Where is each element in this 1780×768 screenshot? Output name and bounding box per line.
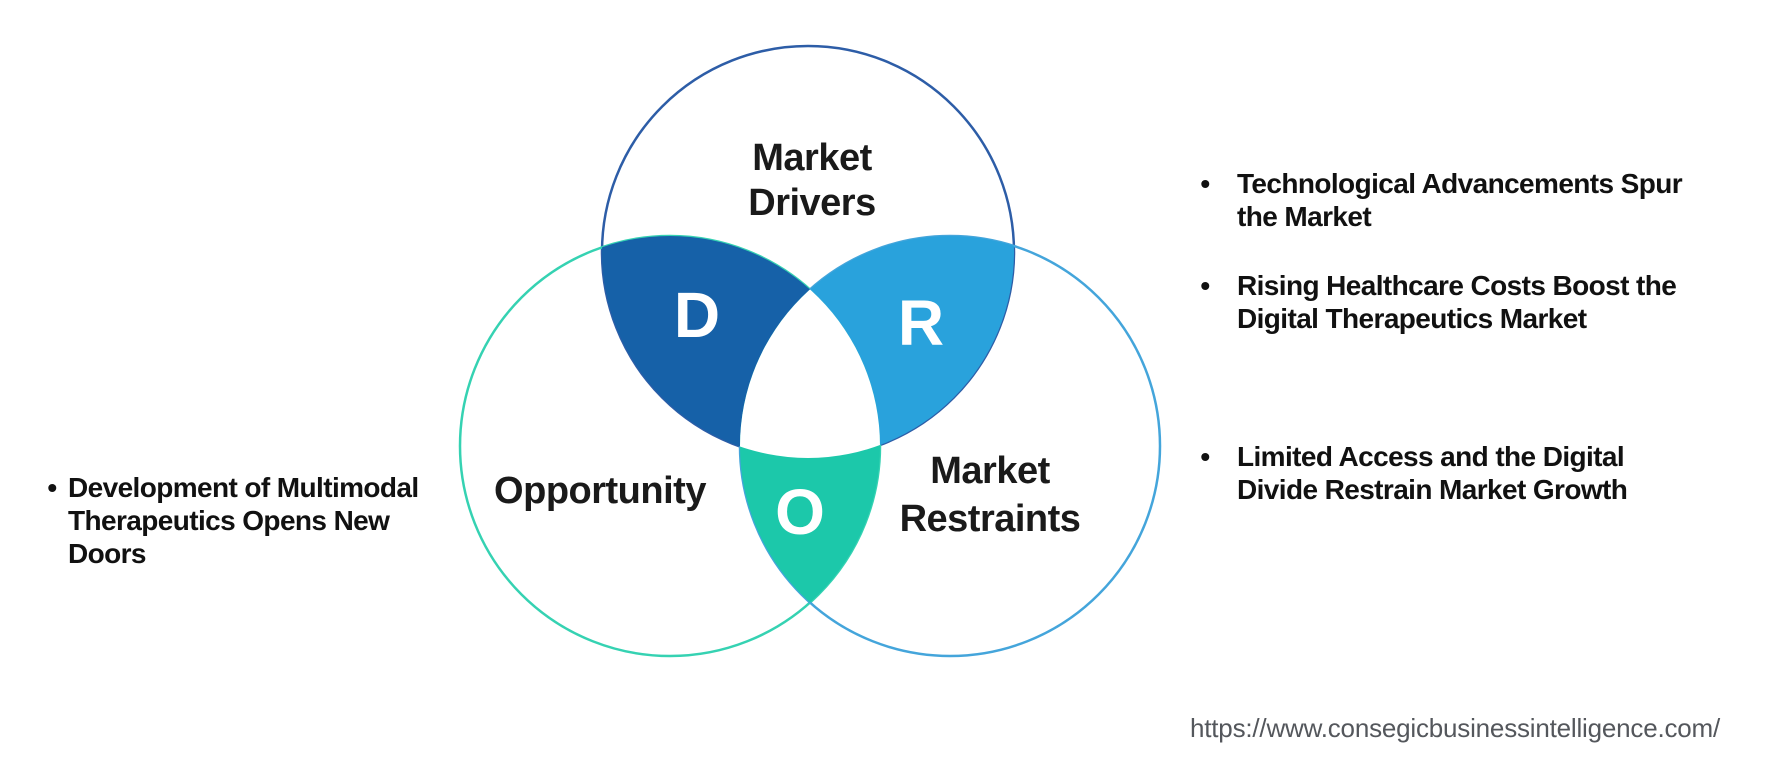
restraint-bullet-1: • Limited Access and the Digital Divide … [1193,440,1627,506]
driver-bullet-1-text: Technological Advancements Spur the Mark… [1237,167,1683,233]
opportunity-bullet-1-text: Development of Multimodal Therapeutics O… [68,471,419,570]
bullet-line: Rising Healthcare Costs Boost the [1237,270,1677,301]
driver-bullet-1: • Technological Advancements Spur the Ma… [1193,167,1682,233]
driver-bullet-2: • Rising Healthcare Costs Boost the Digi… [1193,269,1676,335]
bullet-line: Development of Multimodal [68,472,419,503]
restraints-label-line2: Restraints [900,498,1081,540]
restraint-bullet-1-text: Limited Access and the Digital Divide Re… [1237,440,1628,506]
restraints-overlap-letter: R [898,287,944,359]
opportunity-overlap-letter: O [775,476,825,548]
drivers-label-line1: Market [752,137,872,179]
restraints-label-line1: Market [930,450,1050,492]
opportunity-bullet-1: • Development of Multimodal Therapeutics… [44,471,419,570]
source-url: https://www.consegicbusinessintelligence… [1190,713,1721,743]
bullet-line: Digital Therapeutics Market [1237,303,1587,334]
driver-bullet-2-text: Rising Healthcare Costs Boost the Digita… [1237,269,1677,335]
bullet-icon: • [1200,441,1210,472]
bullet-line: Doors [68,538,147,569]
bullet-line: the Market [1237,201,1372,232]
bullet-icon: • [1200,168,1210,199]
drivers-label-line2: Drivers [748,182,875,224]
bullet-line: Limited Access and the Digital [1237,441,1625,472]
drivers-overlap-letter: D [674,279,720,351]
opportunity-label: Opportunity [494,470,706,512]
bullet-icon: • [1200,270,1210,301]
bullet-line: Divide Restrain Market Growth [1237,474,1628,505]
bullet-line: Therapeutics Opens New [68,505,390,536]
bullet-icon: • [47,472,57,503]
bullet-line: Technological Advancements Spur [1237,168,1683,199]
